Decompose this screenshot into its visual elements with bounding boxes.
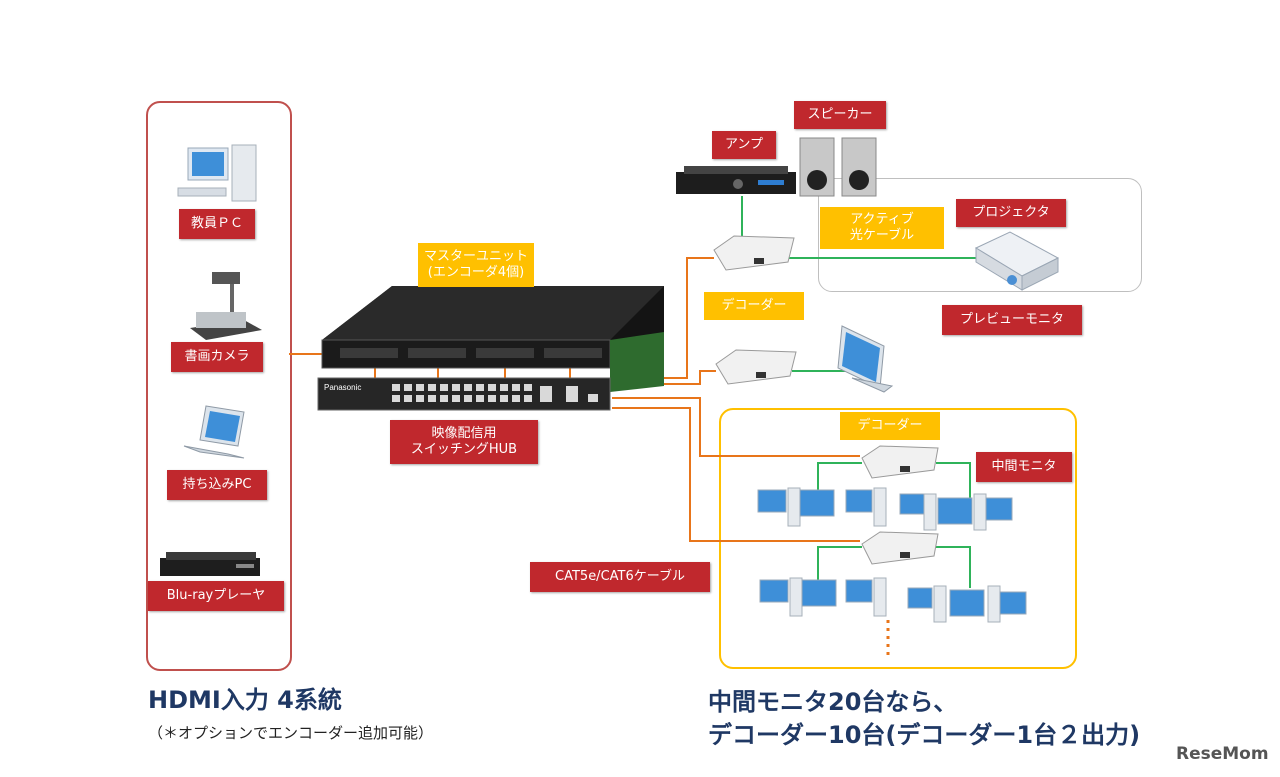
label-decoder-top: デコーダー: [704, 292, 804, 320]
pc-icon: [177, 144, 257, 202]
label-active-optical-cable: アクティブ 光ケーブル: [820, 207, 944, 249]
input-group-frame: [146, 101, 292, 671]
document-camera-icon: [190, 272, 262, 340]
label-middle-monitor: 中間モニタ: [976, 452, 1072, 482]
amp-device: [676, 166, 796, 194]
monitor-group-frame: [719, 408, 1077, 669]
hub-brand-text: Panasonic: [324, 383, 361, 392]
label-speaker: スピーカー: [794, 101, 886, 129]
speaker-right-device: [841, 137, 877, 197]
switching-hub-device: Panasonic: [317, 332, 664, 411]
label-amp: アンプ: [712, 131, 776, 159]
label-preview-monitor: プレビューモニタ: [942, 305, 1082, 335]
resemom-logo: ReseMom: [1176, 744, 1269, 764]
projector-device: [974, 231, 1060, 291]
label-teacher-pc: 教員ＰＣ: [179, 209, 255, 239]
hdmi-cables: [741, 196, 982, 588]
speaker-left-device: [799, 137, 835, 197]
monitor-pc-row-1: [757, 487, 1013, 531]
footer-line-2: デコーダー10台(デコーダー1台２出力): [708, 721, 1141, 749]
label-decoder-group: デコーダー: [840, 412, 940, 440]
decoder-3-device: [861, 445, 939, 479]
heading-hdmi-input: HDMI入力 4系統: [148, 686, 342, 714]
decoder-1-device: [713, 235, 795, 271]
note-encoder-option: （＊オプションでエンコーダー追加可能）: [148, 724, 434, 742]
monitor-pc-row-2: [759, 577, 1027, 623]
bluray-player-icon: [160, 552, 260, 576]
projector-group-frame: [818, 178, 1142, 292]
decoder-4-device: [861, 531, 939, 565]
footer-line-1: 中間モニタ20台なら、: [708, 688, 958, 716]
label-projector: プロジェクタ: [956, 199, 1066, 227]
preview-monitor-device: [837, 325, 894, 393]
label-byod-pc: 持ち込みPC: [167, 470, 267, 500]
label-bluray-player: Blu-rayプレーヤ: [148, 581, 284, 611]
label-cat-cable: CAT5e/CAT6ケーブル: [530, 562, 710, 592]
label-document-camera: 書画カメラ: [171, 342, 263, 372]
label-switching-hub: 映像配信用 スイッチングHUB: [390, 420, 538, 464]
decoder-2-device: [715, 349, 797, 385]
laptop-icon: [183, 405, 245, 459]
label-master-unit: マスターユニット (エンコーダ4個): [418, 243, 534, 287]
